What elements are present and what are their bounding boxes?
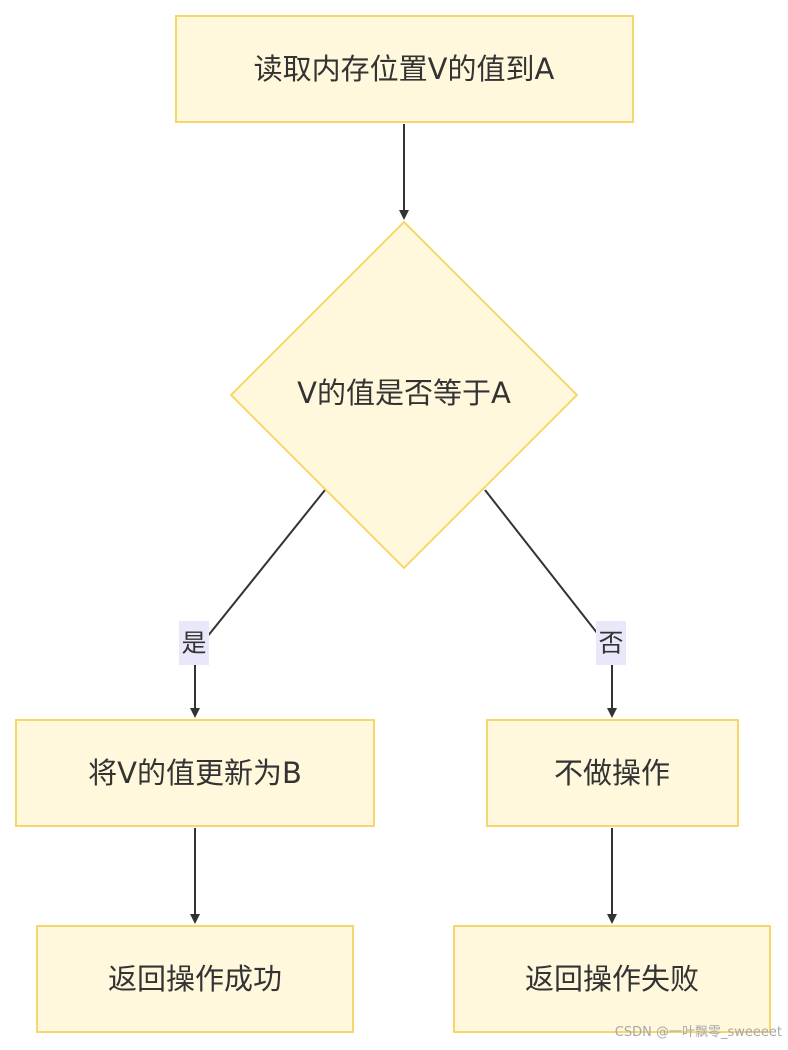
node-noop-label: 不做操作 bbox=[554, 756, 670, 790]
node-fail: 返回操作失败 bbox=[453, 925, 771, 1033]
node-compare-label: V的值是否等于A bbox=[297, 376, 511, 410]
node-success-label: 返回操作成功 bbox=[108, 962, 282, 996]
node-compare: V的值是否等于A bbox=[229, 220, 579, 570]
edge-label-yes: 是 bbox=[179, 621, 209, 665]
node-read-label: 读取内存位置V的值到A bbox=[254, 52, 555, 86]
node-success: 返回操作成功 bbox=[36, 925, 354, 1033]
node-read: 读取内存位置V的值到A bbox=[175, 15, 634, 123]
edge-label-no-text: 否 bbox=[598, 629, 623, 658]
node-noop: 不做操作 bbox=[486, 719, 739, 827]
node-update-label: 将V的值更新为B bbox=[88, 756, 302, 790]
edge-label-no: 否 bbox=[596, 621, 626, 665]
edge-compare-to-noop bbox=[484, 489, 617, 718]
watermark: CSDN @一叶飘零_sweeeet bbox=[614, 1025, 782, 1040]
edge-label-yes-text: 是 bbox=[181, 629, 206, 658]
node-fail-label: 返回操作失败 bbox=[525, 962, 699, 996]
edge-compare-to-update bbox=[190, 489, 326, 718]
node-update: 将V的值更新为B bbox=[15, 719, 375, 827]
